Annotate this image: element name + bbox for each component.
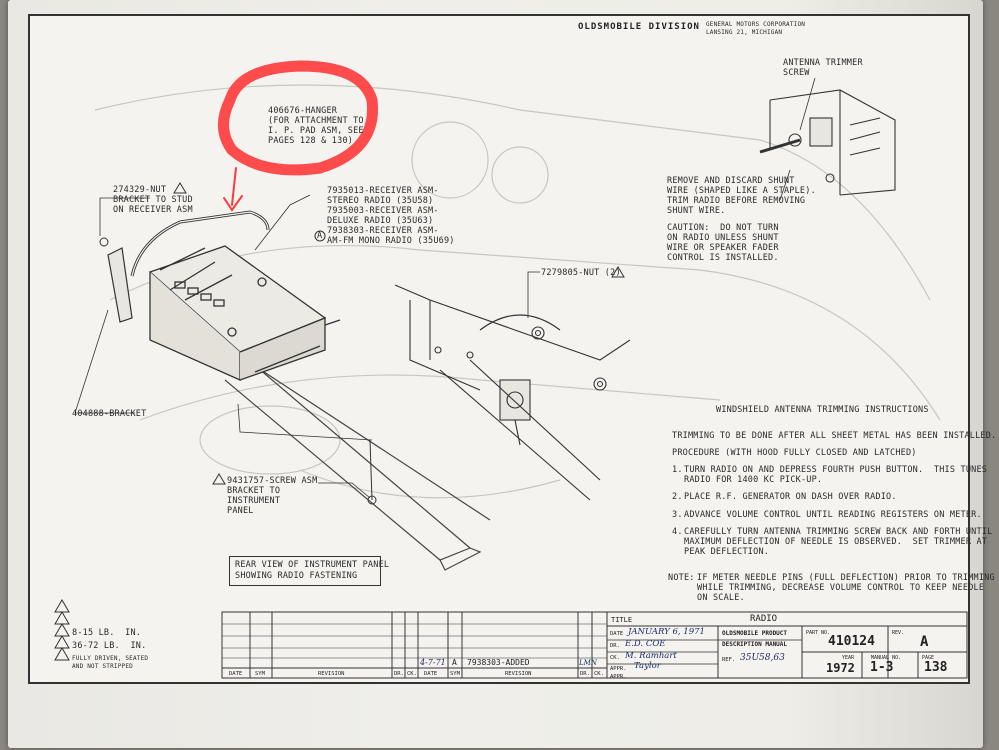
- division-header: OLDSMOBILE DIVISION: [578, 22, 700, 32]
- ref-label: REF.: [722, 657, 736, 663]
- manual-value: 1-3: [870, 660, 894, 675]
- shunt-note: REMOVE AND DISCARD SHUNT WIRE (SHAPED LI…: [667, 176, 816, 216]
- col-ck: CK.: [407, 671, 417, 677]
- year-label: YEAR: [842, 655, 855, 661]
- col-dr: DR.: [394, 671, 404, 677]
- desc-line-1: OLDSMOBILE PRODUCT: [722, 630, 788, 637]
- step-number: 4.: [672, 527, 683, 537]
- ck-label: CK.: [610, 655, 620, 661]
- revision-text: 7938303-ADDED: [467, 658, 530, 667]
- view-caption: REAR VIEW OF INSTRUMENT PANEL SHOWING RA…: [235, 560, 390, 581]
- trimmer-screw-callout: ANTENNA TRIMMER SCREW: [783, 58, 863, 78]
- col-sym: SYM: [450, 671, 460, 677]
- col-revision: REVISION: [318, 671, 345, 677]
- manual-label: MANUAL NO.: [871, 655, 902, 661]
- step-number: 3.: [672, 510, 683, 520]
- view-caption-box: REAR VIEW OF INSTRUMENT PANEL SHOWING RA…: [229, 556, 390, 586]
- page-label: PAGE: [922, 655, 935, 661]
- title-label: TITLE: [611, 616, 633, 624]
- note-text: IF METER NEEDLE PINS (FULL DEFLECTION) P…: [697, 573, 995, 603]
- revision-symbol: A: [452, 658, 457, 667]
- date-label: DATE: [610, 631, 624, 637]
- torque-legend-2: 36-72 LB. IN.: [72, 641, 147, 651]
- page-number: 138: [924, 660, 948, 675]
- hand-drawn-highlight: [218, 60, 379, 212]
- revision-date: 4-7-71: [420, 658, 446, 667]
- appr-value: Taylor: [634, 661, 661, 671]
- nut-stud-callout: 274329-NUT BRACKET TO STUD ON RECEIVER A…: [113, 185, 193, 215]
- revision-initials: LMN: [579, 659, 597, 667]
- col-sym: SYM: [255, 671, 265, 677]
- nut2-callout: 7279805-NUT (2): [541, 268, 621, 278]
- receiver-callout: 7935013-RECEIVER ASM- STEREO RADIO (35U5…: [327, 186, 455, 246]
- dr-label: DR.: [610, 643, 620, 649]
- step-number: 1.: [672, 465, 683, 475]
- col-ck: CK.: [594, 671, 604, 677]
- bracket-callout: 404888-BRACKET: [72, 409, 147, 419]
- part-number: 410124: [828, 634, 875, 649]
- step-2: PLACE R.F. GENERATOR ON DASH OVER RADIO.: [684, 492, 897, 502]
- appr-label: APPR.: [610, 666, 627, 672]
- rev-value: A: [920, 634, 929, 650]
- torque-legend-3: FULLY DRIVEN, SEATED AND NOT STRIPPED: [72, 655, 149, 670]
- instructions-intro-2: PROCEDURE (WITH HOOD FULLY CLOSED AND LA…: [672, 448, 917, 458]
- torque-legend-1: 8-15 LB. IN.: [72, 628, 142, 638]
- desc-line-2: DESCRIPTION MANUAL: [722, 641, 788, 648]
- corp-line-1: GENERAL MOTORS CORPORATION: [706, 21, 806, 28]
- appr2-label: APPR.: [610, 674, 627, 680]
- caution-note: CAUTION: DO NOT TURN ON RADIO UNLESS SHU…: [667, 223, 779, 263]
- corp-line-2: LANSING 21, MICHIGAN: [706, 29, 783, 36]
- year-value: 1972: [826, 661, 855, 675]
- step-4: CAREFULLY TURN ANTENNA TRIMMING SCREW BA…: [684, 527, 993, 557]
- col-dr: DR.: [580, 671, 590, 677]
- step-3: ADVANCE VOLUME CONTROL UNTIL READING REG…: [684, 510, 982, 520]
- ref-value: 35U58,63: [740, 653, 785, 663]
- col-date: DATE: [229, 671, 243, 677]
- note-label: NOTE:: [668, 573, 695, 583]
- dr-value: E.D. COE: [625, 639, 666, 649]
- col-date: DATE: [424, 671, 438, 677]
- hanger-callout: 406676-HANGER (FOR ATTACHMENT TO I. P. P…: [268, 106, 364, 146]
- ck-value: M. Ramhart: [625, 651, 677, 661]
- rev-label: REV.: [892, 630, 905, 636]
- part-label: PART NO.: [806, 630, 831, 636]
- screw-callout: 9431757-SCREW ASM BRACKET TO INSTRUMENT …: [227, 476, 318, 516]
- receiver-symbol: A: [317, 231, 323, 241]
- col-revision: REVISION: [505, 671, 532, 677]
- drawing-title: RADIO: [750, 614, 778, 624]
- step-1: TURN RADIO ON AND DEPRESS FOURTH PUSH BU…: [684, 465, 988, 485]
- date-value: JANUARY 6, 1971: [628, 627, 705, 637]
- instructions-intro-1: TRIMMING TO BE DONE AFTER ALL SHEET META…: [672, 431, 997, 441]
- instructions-title: WINDSHIELD ANTENNA TRIMMING INSTRUCTIONS: [716, 405, 929, 415]
- step-number: 2.: [672, 492, 683, 502]
